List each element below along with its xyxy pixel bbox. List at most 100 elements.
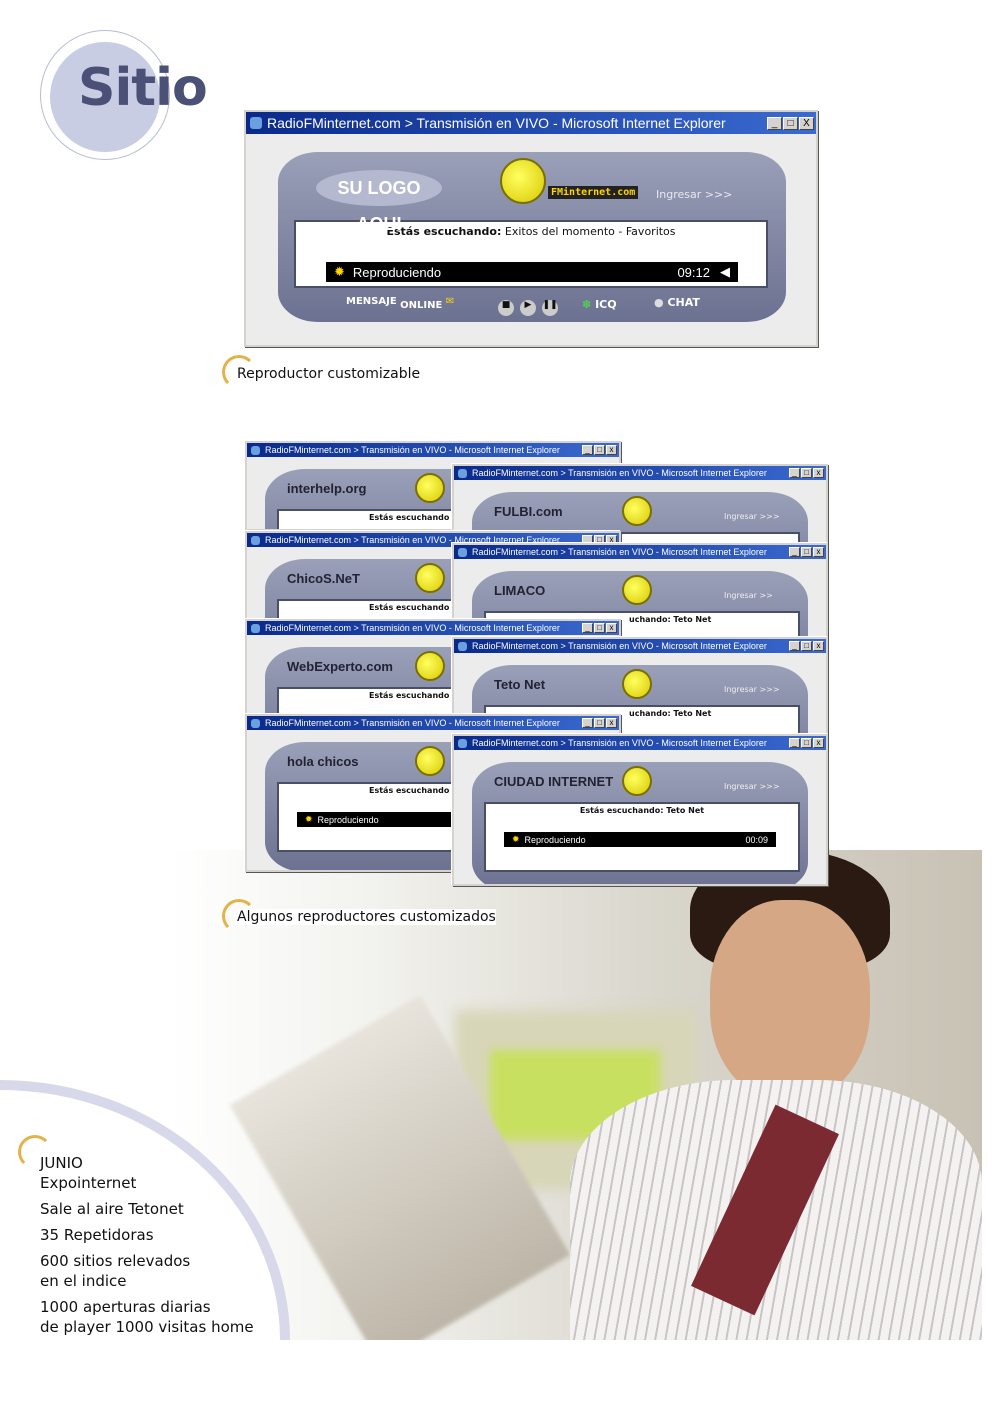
login-link[interactable]: Ingresar >>>: [724, 512, 780, 521]
maximize-button[interactable]: □: [594, 718, 605, 728]
stat-line: en el indice: [40, 1272, 127, 1290]
close-button[interactable]: x: [606, 445, 617, 455]
page-title: Sitio: [78, 58, 208, 118]
month-heading: JUNIO: [40, 1154, 83, 1172]
close-button[interactable]: x: [606, 623, 617, 633]
mini-player-window: RadioFMinternet.com > Transmisión en VIV…: [452, 734, 828, 886]
status-text: Reproduciendo: [524, 834, 586, 845]
play-button[interactable]: ▶: [520, 300, 536, 316]
ie-icon: [458, 738, 467, 748]
pause-button[interactable]: ❚❚: [542, 300, 558, 316]
close-button[interactable]: x: [813, 738, 824, 748]
window-title: RadioFMinternet.com > Transmisión en VIV…: [265, 535, 560, 545]
maximize-button[interactable]: □: [801, 738, 812, 748]
ie-icon: [251, 623, 260, 633]
businessman-photo: [170, 850, 982, 1340]
minimize-button[interactable]: _: [789, 547, 800, 557]
radio-logo-icon: [415, 563, 445, 593]
ie-icon: [251, 445, 260, 455]
login-link[interactable]: Ingresar >>>: [724, 782, 780, 791]
partner-logo: interhelp.org: [287, 481, 367, 496]
main-player-window: RadioFMinternet.com > Transmisión en VIV…: [244, 110, 818, 347]
minimize-button[interactable]: _: [582, 623, 593, 633]
ie-icon: [458, 468, 467, 478]
mini-player-window: RadioFMinternet.com > Transmisión en VIV…: [452, 464, 828, 544]
sun-icon: ✹: [305, 814, 313, 824]
radio-logo-icon: [622, 766, 652, 796]
status-text: Reproduciendo: [352, 264, 442, 280]
close-button[interactable]: x: [813, 641, 824, 651]
stat-line: Sale al aire Tetonet: [40, 1200, 184, 1218]
stop-button[interactable]: ■: [498, 300, 514, 316]
swirl-icon: [222, 899, 256, 933]
radio-logo-icon: [622, 496, 652, 526]
maximize-button[interactable]: □: [594, 623, 605, 633]
ie-icon: [458, 641, 467, 651]
window-title: RadioFMinternet.com > Transmisión en VIV…: [265, 718, 560, 728]
maximize-button[interactable]: □: [801, 468, 812, 478]
maximize-button[interactable]: □: [801, 641, 812, 651]
title-bar: RadioFMinternet.com > Transmisión en VIV…: [247, 621, 619, 635]
icq-icon: ✽: [582, 298, 592, 311]
time-display: 09:12: [677, 264, 710, 280]
now-playing: Estás escuchando: [369, 603, 450, 612]
volume-icon[interactable]: ◀: [720, 264, 730, 279]
minimize-button[interactable]: _: [582, 445, 593, 455]
now-playing: Estás escuchando: Exitos del momento - F…: [386, 225, 676, 238]
maximize-button[interactable]: □: [783, 116, 798, 130]
window-title: RadioFMinternet.com > Transmisión en VIV…: [472, 641, 767, 651]
window-title: RadioFMinternet.com > Transmisión en VIV…: [265, 445, 560, 455]
stat-line: 35 Repetidoras: [40, 1226, 154, 1244]
title-bar: RadioFMinternet.com > Transmisión en VIV…: [454, 545, 826, 559]
login-link[interactable]: Ingresar >>>: [656, 188, 733, 201]
message-online-button[interactable]: MENSAJE ONLINE: [518, 856, 586, 864]
radio-logo-icon: [622, 669, 652, 699]
partner-logo: hola chicos: [287, 754, 359, 769]
radio-logo-icon: [415, 746, 445, 776]
icq-button[interactable]: ✽ ICQ: [582, 298, 617, 311]
chat-button[interactable]: CHAT: [734, 856, 755, 864]
face: [710, 900, 870, 1100]
stat-line: de player 1000 visitas home: [40, 1318, 254, 1336]
window-title: RadioFMinternet.com > Transmisión en VIV…: [472, 738, 767, 748]
close-button[interactable]: x: [606, 718, 617, 728]
ie-icon: [251, 535, 260, 545]
status-bar: ✹ Reproduciendo 09:12 ◀: [326, 262, 738, 282]
close-button[interactable]: X: [799, 116, 814, 130]
sun-icon: ✹: [512, 834, 520, 844]
partner-logo: LIMACO: [494, 583, 546, 598]
radio-logo-icon: [415, 473, 445, 503]
title-bar: RadioFMinternet.com > Transmisión en VIV…: [247, 716, 619, 730]
logo-ring: [40, 30, 170, 160]
login-link[interactable]: Ingresar >>: [724, 591, 773, 600]
title-bar: RadioFMinternet.com > Transmisión en VIV…: [454, 639, 826, 653]
window-title: RadioFMinternet.com > Transmisión en VIV…: [472, 468, 767, 478]
minimize-button[interactable]: _: [789, 641, 800, 651]
window-title: RadioFMinternet.com > Transmisión en VIV…: [267, 115, 726, 131]
status-text: Reproduciendo: [317, 814, 379, 825]
minimize-button[interactable]: _: [767, 116, 782, 130]
now-playing: uchando: Teto Net: [629, 709, 712, 718]
chat-button[interactable]: ● CHAT: [654, 296, 700, 309]
message-online-button[interactable]: MENSAJE ONLINE ✉: [346, 296, 455, 311]
chat-bubble-icon: ●: [654, 296, 664, 309]
close-button[interactable]: x: [813, 468, 824, 478]
minimize-button[interactable]: _: [789, 738, 800, 748]
maximize-button[interactable]: □: [801, 547, 812, 557]
sun-icon: ✹: [334, 264, 345, 279]
minimize-button[interactable]: _: [582, 718, 593, 728]
radio-logo-icon: [500, 158, 546, 204]
playback-controls: ■ ▶ ❚❚: [498, 300, 558, 316]
radio-logo-icon: [415, 651, 445, 681]
logo-disc: [50, 42, 160, 152]
radio-logo-icon: [622, 575, 652, 605]
title-bar: RadioFMinternet.com > Transmisión en VIV…: [454, 736, 826, 750]
maximize-button[interactable]: □: [594, 445, 605, 455]
icq-button[interactable]: ICQ: [672, 857, 686, 865]
login-link[interactable]: Ingresar >>>: [724, 685, 780, 694]
message-online-button[interactable]: MENSAJE ONLINE: [311, 836, 379, 844]
minimize-button[interactable]: _: [789, 468, 800, 478]
close-button[interactable]: x: [813, 547, 824, 557]
swirl-icon: [222, 355, 256, 389]
